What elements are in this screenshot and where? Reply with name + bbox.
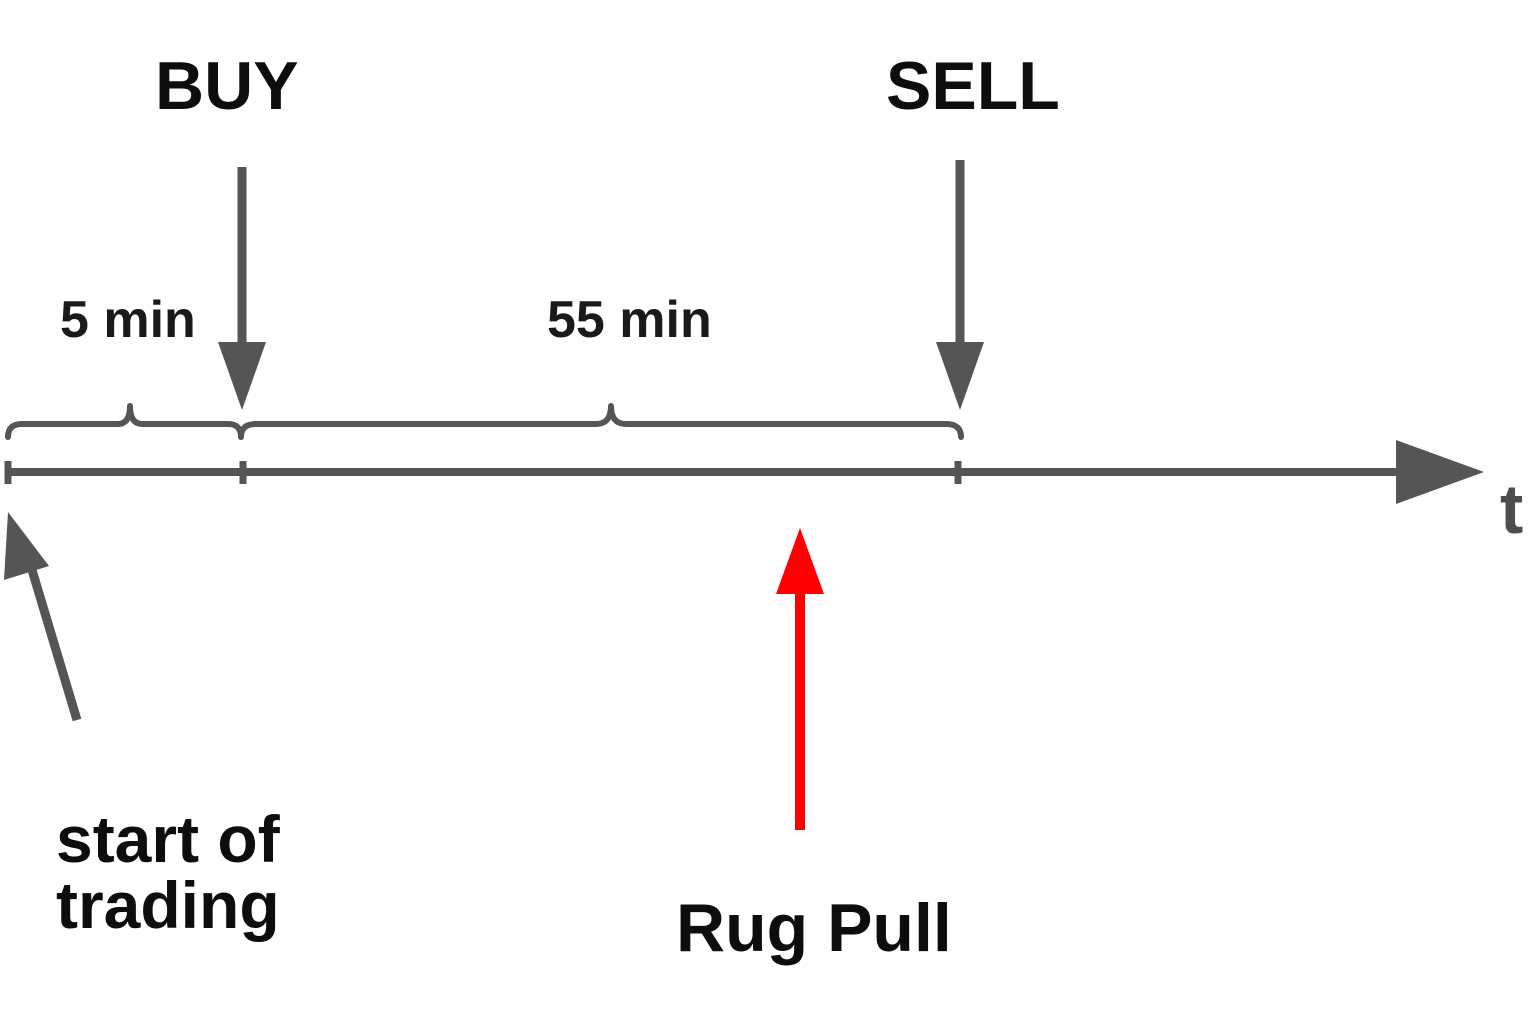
sell-arrow-head — [936, 342, 984, 410]
brace-second-interval — [238, 403, 964, 440]
time-axis-arrowhead — [1396, 440, 1484, 504]
brace-first-interval — [5, 403, 244, 440]
start-of-trading-label: start of trading — [56, 806, 356, 938]
sell-label: SELL — [886, 48, 1060, 124]
rug-pull-label: Rug Pull — [676, 890, 952, 966]
second-interval-label: 55 min — [547, 291, 712, 349]
buy-label: BUY — [155, 48, 299, 124]
buy-arrow-head — [218, 342, 266, 410]
first-interval-label: 5 min — [60, 291, 196, 349]
time-axis-label: t — [1500, 470, 1524, 548]
start-label-line1: start of — [56, 802, 280, 876]
rug-pull-arrow-head — [776, 528, 824, 594]
start-arrow-shaft — [27, 568, 82, 722]
start-arrow-head — [4, 512, 49, 580]
start-label-line2: trading — [56, 868, 280, 942]
